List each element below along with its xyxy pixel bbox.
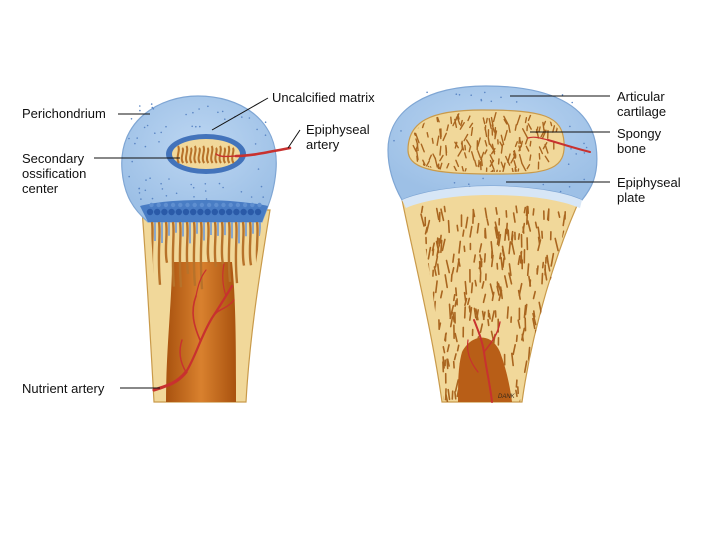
label-uncalcified-matrix: Uncalcified matrix (272, 90, 375, 105)
right-bone: DANK (388, 86, 597, 412)
label-nutrient-artery: Nutrient artery (22, 381, 104, 396)
label-articular-cartilage: Articular cartilage (617, 89, 666, 119)
label-secondary-ossification-center: Secondary ossification center (22, 151, 86, 196)
left-growth-zone (140, 200, 268, 222)
label-epiphyseal-artery: Epiphyseal artery (306, 122, 370, 152)
secondary-ossification-center (166, 134, 246, 174)
leader-epiphyseal-artery (288, 130, 300, 148)
label-epiphyseal-plate: Epiphyseal plate (617, 175, 681, 205)
left-bone (122, 96, 290, 402)
label-spongy-bone: Spongy bone (617, 126, 661, 156)
label-perichondrium: Perichondrium (22, 106, 106, 121)
artist-signature: DANK (498, 394, 516, 400)
